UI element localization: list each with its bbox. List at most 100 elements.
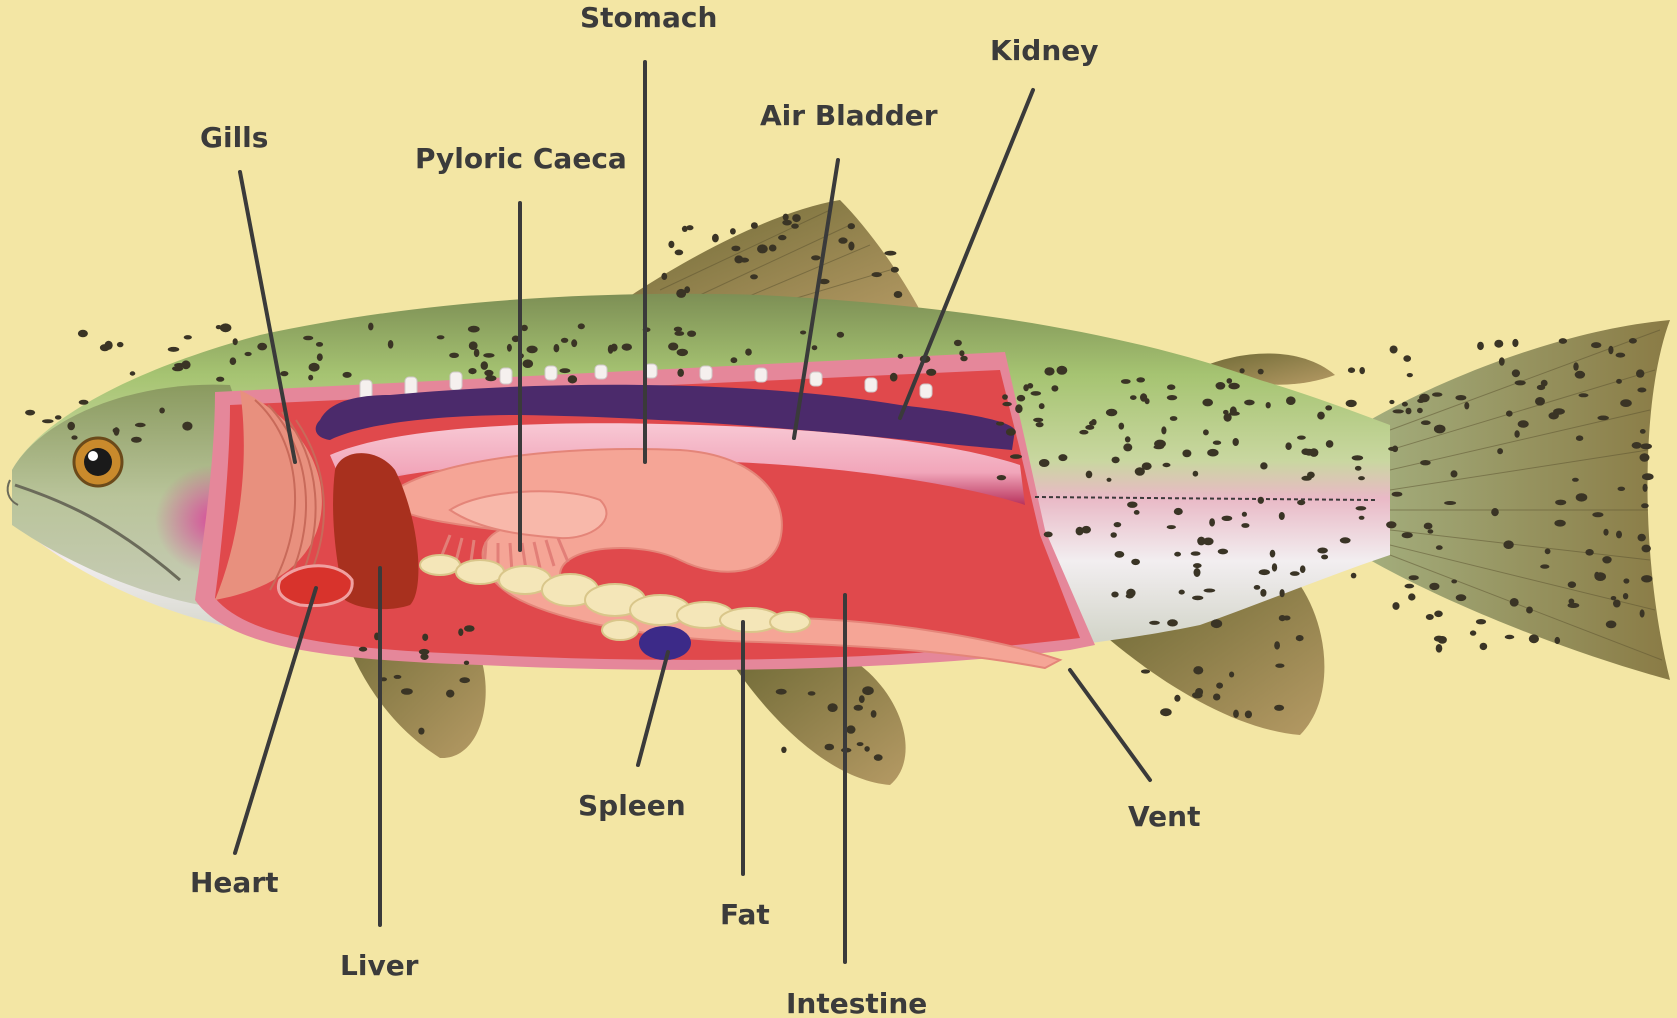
spot: [1603, 529, 1608, 536]
spot: [117, 342, 124, 347]
spot: [1340, 537, 1351, 543]
spot: [1242, 512, 1247, 517]
spot: [1297, 500, 1305, 505]
spot: [1575, 371, 1585, 379]
spot: [751, 222, 758, 229]
spot: [1191, 551, 1201, 555]
spot: [464, 625, 475, 632]
spot: [1636, 369, 1644, 377]
spot: [303, 336, 313, 341]
spot: [1434, 636, 1444, 642]
spot: [1179, 590, 1185, 595]
spot: [1602, 556, 1611, 563]
spot: [1280, 589, 1285, 597]
spot: [1259, 569, 1270, 575]
spot: [568, 375, 577, 383]
spot: [422, 634, 428, 641]
spot: [359, 647, 367, 652]
spot: [1216, 683, 1223, 689]
spot: [1260, 589, 1266, 597]
spot: [1555, 637, 1561, 644]
spot: [1576, 435, 1583, 441]
spot: [1167, 525, 1176, 529]
spot: [1616, 379, 1622, 384]
spot: [1317, 548, 1328, 554]
spot: [1424, 523, 1433, 530]
spot: [1392, 602, 1399, 610]
spot: [1300, 565, 1306, 573]
spot: [67, 422, 75, 431]
spot: [308, 375, 313, 381]
spot: [1632, 442, 1642, 449]
spot: [1233, 438, 1239, 446]
spot: [1535, 397, 1545, 406]
spot: [571, 339, 577, 347]
spot: [854, 705, 863, 711]
spot: [1140, 393, 1147, 402]
spot: [1505, 635, 1515, 639]
label-heart: Heart: [190, 866, 279, 899]
spot: [1456, 594, 1467, 601]
spot: [469, 341, 478, 350]
spot: [1192, 596, 1203, 601]
spot: [1420, 460, 1431, 465]
label-gills: Gills: [200, 121, 268, 154]
spot: [468, 326, 480, 333]
spot: [523, 359, 534, 368]
spot: [1241, 523, 1249, 528]
spot: [1569, 599, 1575, 605]
spot: [1114, 522, 1122, 527]
spot: [1464, 402, 1469, 409]
spot: [1640, 609, 1645, 617]
spot: [1279, 512, 1285, 520]
spot: [1111, 592, 1118, 598]
spot: [216, 325, 222, 329]
spot: [245, 352, 252, 356]
spot: [1389, 400, 1394, 404]
spot: [1266, 402, 1271, 408]
spot: [1161, 426, 1166, 434]
spot: [1167, 384, 1175, 390]
spot: [687, 331, 696, 337]
spot: [674, 331, 684, 336]
spot: [1392, 492, 1403, 497]
spot: [554, 344, 560, 352]
spot: [1174, 552, 1181, 557]
spot: [1272, 563, 1277, 571]
spot: [1417, 408, 1423, 413]
spot: [1386, 521, 1396, 528]
spot: [1568, 603, 1580, 608]
spot: [1039, 459, 1050, 467]
spot: [1554, 520, 1565, 527]
spot: [960, 356, 967, 362]
spot: [181, 360, 190, 369]
spot: [668, 241, 674, 248]
spot: [1434, 611, 1443, 618]
spot: [1286, 396, 1296, 405]
spot: [1204, 589, 1216, 593]
spot: [1307, 472, 1315, 479]
spot: [578, 323, 585, 329]
spot: [316, 342, 323, 347]
spot: [401, 688, 413, 695]
spot: [1194, 568, 1201, 577]
spot: [1207, 449, 1218, 457]
spot: [1408, 593, 1415, 600]
spot: [1297, 436, 1306, 440]
spot: [792, 214, 801, 222]
spot: [1031, 391, 1042, 396]
spot: [1131, 559, 1140, 565]
spot: [1058, 454, 1067, 461]
spot: [1537, 385, 1545, 390]
spot: [828, 703, 838, 712]
spot: [712, 234, 719, 243]
spot: [750, 274, 758, 279]
spot: [1112, 457, 1120, 464]
spot: [1555, 500, 1566, 506]
spot: [1503, 540, 1513, 549]
spot: [1506, 411, 1513, 417]
spot: [131, 437, 142, 443]
spot: [677, 369, 684, 377]
spot: [1641, 575, 1652, 582]
spot: [1355, 466, 1362, 471]
